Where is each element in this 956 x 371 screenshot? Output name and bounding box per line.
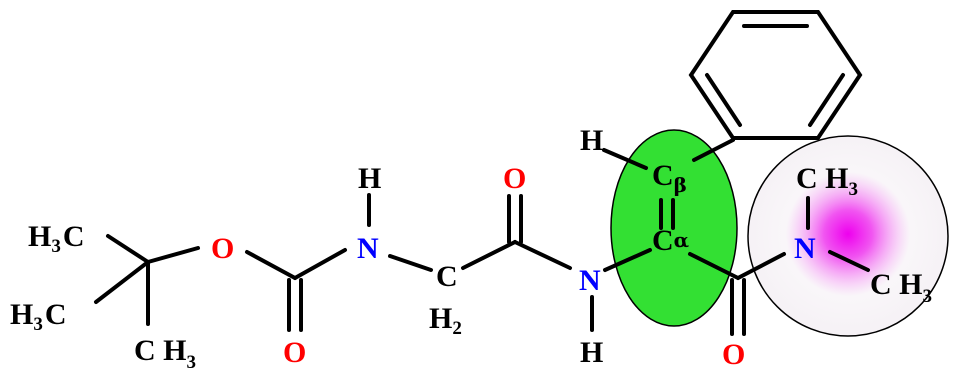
label-ch3-tbu: C H3 (134, 334, 196, 371)
label-h2-glycine: H2 (429, 302, 462, 339)
label-n-dimethyl: N (794, 232, 816, 265)
label-n-amide: N (579, 264, 601, 297)
label-o-ester: O (211, 232, 234, 265)
bond-calpha-c3 (688, 252, 740, 280)
bond-cbeta-phenyl (692, 138, 735, 162)
bond-h-cbeta (602, 148, 648, 170)
bonds (94, 138, 870, 336)
bond-n-ch2 (388, 254, 433, 272)
bond-c2-n (513, 240, 572, 270)
label-h-amide: H (580, 336, 603, 369)
bond-c1-n (293, 248, 347, 280)
label-c-alpha: Cα (652, 224, 689, 257)
label-h-vinyl: H (580, 124, 603, 157)
bond-tbu-o (146, 246, 200, 264)
bond-ch2-c2 (461, 240, 517, 270)
label-c-beta: Cβ (652, 159, 687, 197)
bond-n3-ch3-bottom (828, 250, 870, 272)
label-o-carbonyl-3: O (722, 338, 745, 371)
bond-o-c1 (245, 250, 297, 280)
bond-n2-calpha (603, 248, 652, 272)
label-n-carbamate: N (357, 232, 379, 265)
bond-tbu-h3c1 (106, 234, 150, 264)
dimethylamide-glow (752, 138, 944, 330)
phenyl-ring (688, 10, 863, 140)
label-h3c-bottom: H3C (10, 298, 67, 335)
label-h3c-top: H3C (28, 220, 85, 257)
bond-tbu-h3c2 (94, 260, 150, 304)
label-c-glycine: C (436, 260, 458, 293)
label-ch3-bottom: C H3 (870, 268, 932, 307)
bond-c3-n (736, 252, 786, 280)
label-ch3-top: C H3 (796, 162, 858, 200)
atom-labels: H3C H3C C H3 O O H N C H2 O N H H Cβ Cα … (10, 124, 932, 371)
label-h-carbamate: H (358, 162, 381, 195)
label-o-carbonyl-2: O (503, 162, 526, 195)
label-o-carbonyl-1: O (283, 336, 306, 369)
